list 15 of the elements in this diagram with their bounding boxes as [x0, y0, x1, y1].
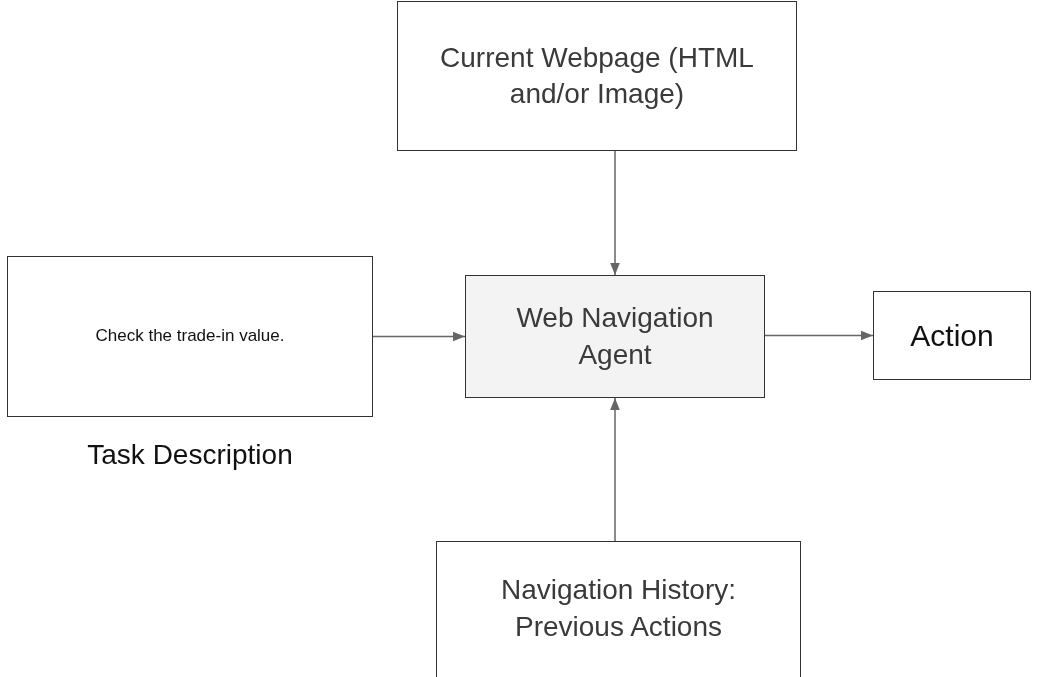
process-box — [7, 256, 373, 417]
box-label: Current Webpage (HTML and/or Image) — [439, 40, 755, 111]
process-box — [397, 1, 797, 151]
process-box — [465, 275, 765, 398]
arrow — [372, 331, 466, 342]
box-label: Navigation History: Previous Actions — [500, 573, 737, 644]
process-box — [436, 541, 801, 677]
caption-label: Task Description — [87, 439, 293, 471]
box-label: Check the trade-in value. — [95, 325, 285, 348]
process-box — [873, 291, 1031, 380]
box-label: Action — [910, 318, 994, 354]
box-label: Web Navigation Agent — [515, 301, 715, 372]
arrow — [764, 330, 874, 341]
arrow — [610, 150, 620, 276]
arrow — [610, 397, 620, 542]
